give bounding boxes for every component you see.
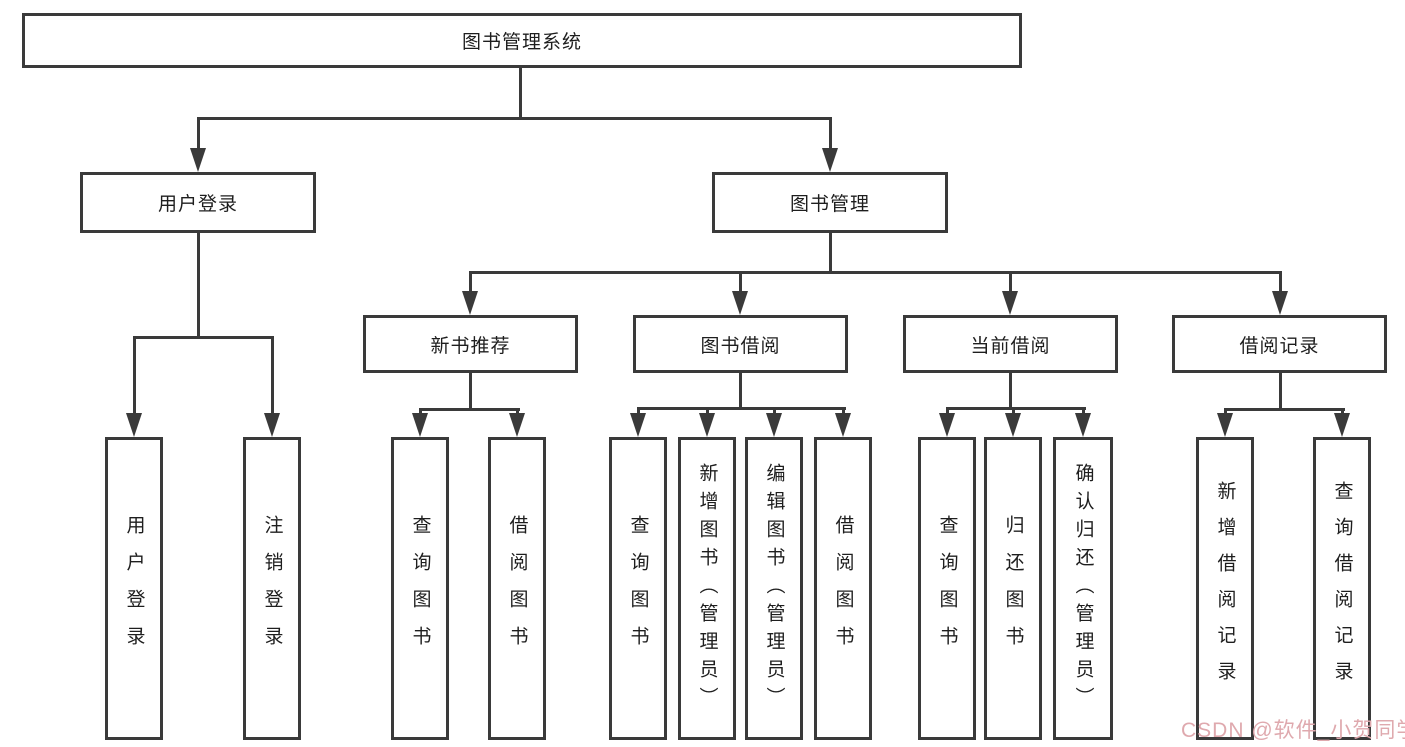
connector-line <box>197 117 200 151</box>
leaf-add-books-admin: 新增图书（管理员） <box>678 437 736 740</box>
leaf-query-books: 查询图书 <box>918 437 976 740</box>
node-label: 新书推荐 <box>430 335 511 357</box>
connector-line <box>842 407 845 417</box>
leaf-label: 查询图书 <box>409 514 431 663</box>
arrow-down-icon <box>939 413 955 437</box>
leaf-return-books: 归还图书 <box>984 437 1042 740</box>
connector-line <box>1224 408 1227 417</box>
leaf-add-borrow-record: 新增借阅记录 <box>1196 437 1254 740</box>
arrow-down-icon <box>1002 291 1018 315</box>
leaf-label: 编辑图书（管理员） <box>763 462 785 715</box>
arrow-down-icon <box>699 413 715 437</box>
leaf-borrow-books: 借阅图书 <box>488 437 546 740</box>
node-library-management-system: 图书管理系统 <box>22 13 1022 68</box>
node-label: 借阅记录 <box>1239 335 1320 357</box>
connector-line <box>519 68 522 119</box>
node-label: 图书管理 <box>789 194 870 215</box>
arrow-down-icon <box>126 413 142 437</box>
node-book-borrow: 图书借阅 <box>633 315 848 373</box>
connector-line <box>1279 373 1282 411</box>
leaf-label: 归还图书 <box>1002 514 1024 663</box>
arrow-down-icon <box>835 413 851 437</box>
node-label: 图书借阅 <box>700 335 781 357</box>
connector-line <box>829 117 832 151</box>
connector-line <box>469 271 1282 274</box>
connector-line <box>946 407 949 417</box>
connector-line <box>773 407 776 417</box>
arrow-down-icon <box>1334 413 1350 437</box>
connector-line <box>1279 271 1282 293</box>
leaf-query-books: 查询图书 <box>391 437 449 740</box>
leaf-edit-books-admin: 编辑图书（管理员） <box>745 437 803 740</box>
node-label: 图书管理系统 <box>461 32 582 53</box>
arrow-down-icon <box>732 291 748 315</box>
leaf-logout: 注销登录 <box>243 437 301 740</box>
leaf-label: 新增图书（管理员） <box>696 462 718 715</box>
arrow-down-icon <box>462 291 478 315</box>
connector-line <box>419 408 422 417</box>
leaf-label: 查询图书 <box>627 514 649 663</box>
leaf-label: 新增借阅记录 <box>1214 480 1236 697</box>
leaf-query-books: 查询图书 <box>609 437 667 740</box>
arrow-down-icon <box>630 413 646 437</box>
connector-line <box>419 408 520 411</box>
node-current-borrow: 当前借阅 <box>903 315 1118 373</box>
leaf-label: 用户登录 <box>123 514 145 663</box>
leaf-query-borrow-record: 查询借阅记录 <box>1313 437 1371 740</box>
arrow-down-icon <box>766 413 782 437</box>
connector-line <box>133 336 274 339</box>
connector-line <box>133 336 136 415</box>
arrow-down-icon <box>1005 413 1021 437</box>
connector-line <box>469 271 472 293</box>
node-book-management: 图书管理 <box>712 172 948 233</box>
connector-line <box>946 407 1086 410</box>
arrow-down-icon <box>412 413 428 437</box>
connector-line <box>739 271 742 293</box>
leaf-confirm-return-admin: 确认归还（管理员） <box>1053 437 1113 740</box>
connector-line <box>271 336 274 415</box>
connector-line <box>1224 408 1345 411</box>
connector-line <box>197 117 832 120</box>
connector-line <box>1082 407 1085 417</box>
connector-line <box>637 407 640 417</box>
connector-line <box>197 233 200 339</box>
connector-line <box>1009 373 1012 410</box>
connector-line <box>1009 271 1012 293</box>
arrow-down-icon <box>264 413 280 437</box>
connector-line <box>739 373 742 410</box>
leaf-label: 借阅图书 <box>832 514 854 663</box>
node-label: 用户登录 <box>157 194 238 215</box>
node-new-book-recommend: 新书推荐 <box>363 315 578 373</box>
leaf-label: 确认归还（管理员） <box>1072 462 1094 715</box>
arrow-down-icon <box>1075 413 1091 437</box>
connector-line <box>706 407 709 417</box>
arrow-down-icon <box>190 148 206 172</box>
node-user-login: 用户登录 <box>80 172 316 233</box>
arrow-down-icon <box>509 413 525 437</box>
arrow-down-icon <box>822 148 838 172</box>
leaf-borrow-books: 借阅图书 <box>814 437 872 740</box>
connector-line <box>1012 407 1015 417</box>
leaf-label: 借阅图书 <box>506 514 528 663</box>
node-label: 当前借阅 <box>970 335 1051 357</box>
arrow-down-icon <box>1272 291 1288 315</box>
connector-line <box>829 233 832 274</box>
watermark: CSDN @软件_小贺同学 <box>1181 719 1405 742</box>
connector-line <box>1341 408 1344 417</box>
leaf-label: 注销登录 <box>261 514 283 663</box>
leaf-user-login: 用户登录 <box>105 437 163 740</box>
leaf-label: 查询借阅记录 <box>1331 480 1353 697</box>
connector-line <box>637 407 846 410</box>
leaf-label: 查询图书 <box>936 514 958 663</box>
node-borrow-records: 借阅记录 <box>1172 315 1387 373</box>
arrow-down-icon <box>1217 413 1233 437</box>
connector-line <box>516 408 519 417</box>
connector-line <box>469 373 472 411</box>
